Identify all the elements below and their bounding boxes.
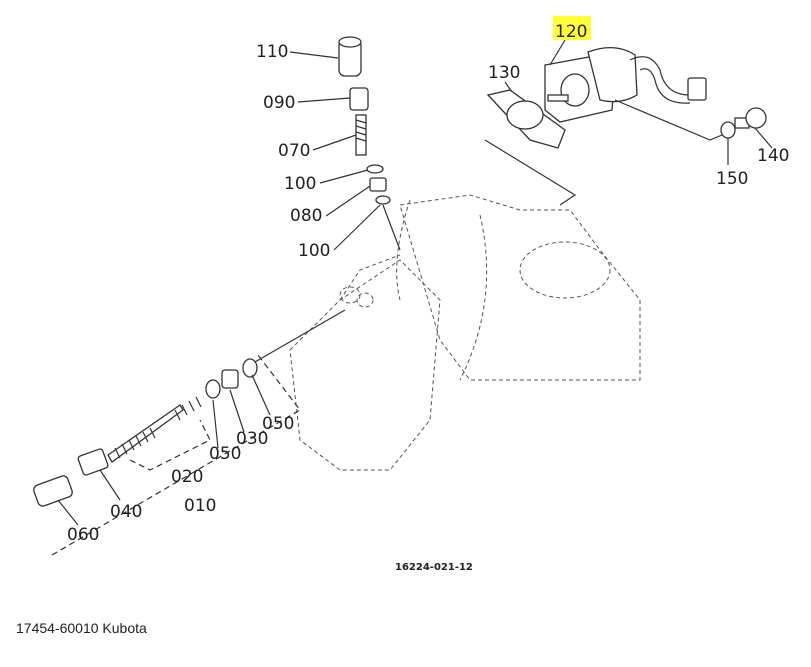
label-140[interactable]: 140 bbox=[757, 146, 789, 166]
part-090-nut bbox=[349, 87, 369, 111]
label-010[interactable]: 010 bbox=[184, 496, 216, 516]
label-090[interactable]: 090 bbox=[263, 93, 295, 113]
drawing-code: 16224-021-12 bbox=[395, 562, 473, 573]
label-040[interactable]: 040 bbox=[110, 502, 142, 522]
part-070-screw bbox=[355, 114, 367, 156]
parts-diagram: 110 090 070 100 080 100 120 130 140 150 … bbox=[33, 16, 789, 573]
part-050-washer bbox=[242, 358, 258, 378]
part-120-solenoid bbox=[544, 47, 707, 123]
part-130-gasket bbox=[486, 89, 566, 149]
part-100-washer bbox=[375, 195, 391, 205]
label-130[interactable]: 130 bbox=[488, 63, 520, 83]
label-150[interactable]: 150 bbox=[716, 169, 748, 189]
part-020-spring-rod bbox=[107, 396, 202, 463]
part-100-washer bbox=[366, 164, 384, 174]
label-110[interactable]: 110 bbox=[256, 42, 288, 62]
label-120[interactable]: 120 bbox=[555, 22, 587, 42]
label-100[interactable]: 100 bbox=[284, 174, 316, 194]
part-050-washer bbox=[205, 379, 221, 399]
label-050[interactable]: 050 bbox=[262, 414, 294, 434]
part-030-nut bbox=[221, 369, 239, 389]
label-050[interactable]: 050 bbox=[209, 444, 241, 464]
part-caption: 17454-60010 Kubota bbox=[16, 620, 147, 636]
engine-housing bbox=[289, 194, 641, 471]
label-060[interactable]: 060 bbox=[67, 525, 99, 545]
part-080-nut bbox=[369, 177, 387, 192]
part-150-washer bbox=[720, 121, 736, 139]
part-110-cap bbox=[338, 36, 362, 77]
part-040-nut bbox=[77, 448, 109, 476]
highlight-120 bbox=[553, 16, 591, 40]
label-100[interactable]: 100 bbox=[298, 241, 330, 261]
part-140-screw bbox=[734, 107, 767, 129]
label-020[interactable]: 020 bbox=[171, 467, 203, 487]
part-060-cap bbox=[33, 475, 73, 507]
label-070[interactable]: 070 bbox=[278, 141, 310, 161]
label-030[interactable]: 030 bbox=[236, 429, 268, 449]
label-080[interactable]: 080 bbox=[290, 206, 322, 226]
